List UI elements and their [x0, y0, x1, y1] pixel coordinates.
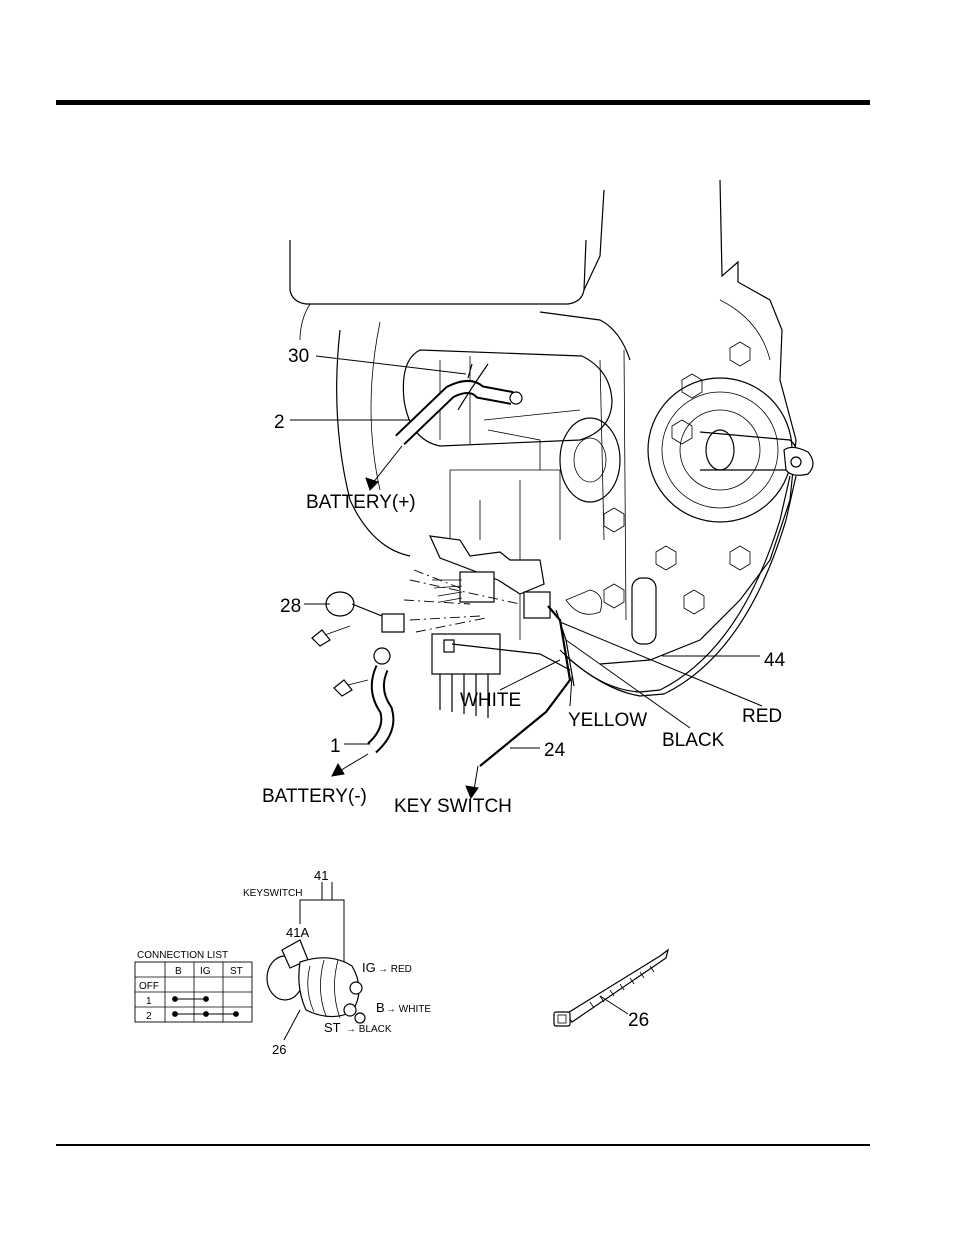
callout-30: 30: [288, 346, 309, 367]
connection-list-table: CONNECTION LIST B IG ST OFF 1 2: [135, 950, 252, 1022]
conn-row2-b: [173, 1012, 178, 1017]
col-header-b: B: [175, 966, 182, 977]
key-switch-label: KEY SWITCH: [394, 796, 512, 817]
col-header-ig: IG: [200, 966, 211, 977]
callout-24: 24: [544, 740, 566, 761]
battery-positive-cable: [366, 364, 522, 490]
wire-white-label: WHITE: [460, 690, 521, 711]
terminal-b-wire: → WHITE: [386, 1004, 431, 1015]
terminal-ig: IG: [362, 960, 376, 975]
wire-yellow-label: YELLOW: [568, 710, 647, 731]
row-label-1: 1: [146, 996, 152, 1007]
keyswitch-detail: 41 KEYSWITCH 41A 26 IG → RED B → WHITE S…: [243, 868, 431, 1057]
callout-leaders: [290, 356, 762, 748]
callout-2: 2: [274, 412, 285, 433]
cable-tie-detail: 26: [554, 950, 668, 1031]
cable-tie-callout-26: 26: [628, 1010, 649, 1031]
callout-41a: 41A: [286, 925, 309, 940]
battery-negative-cable: [332, 648, 390, 776]
terminal-st-wire: → BLACK: [346, 1024, 392, 1035]
row-label-2: 2: [146, 1011, 152, 1022]
callout-28: 28: [280, 596, 301, 617]
terminal-st: ST: [324, 1020, 341, 1035]
callout-1: 1: [330, 736, 341, 757]
terminal-ig-wire: → RED: [378, 964, 412, 975]
keyswitch-title: KEYSWITCH: [243, 888, 302, 899]
conn-row1-b: [173, 997, 178, 1002]
regulator-assembly: [404, 536, 550, 632]
connection-list-title: CONNECTION LIST: [137, 950, 228, 961]
callout-44: 44: [764, 650, 786, 671]
battery-positive-label: BATTERY(+): [306, 492, 416, 513]
conn-row1-ig: [204, 997, 209, 1002]
keyswitch-callout-26: 26: [272, 1042, 286, 1057]
harness-wire: [484, 410, 580, 470]
conn-row2-st: [234, 1012, 239, 1017]
row-label-off: OFF: [139, 981, 159, 992]
conn-row2-ig: [204, 1012, 209, 1017]
wire-black-label: BLACK: [662, 730, 725, 751]
wire-red-label: RED: [742, 706, 782, 727]
callout-41: 41: [314, 868, 328, 883]
part-28-connector: [312, 592, 404, 646]
battery-negative-label: BATTERY(-): [262, 786, 367, 807]
col-header-st: ST: [230, 966, 243, 977]
terminal-b: B: [376, 1000, 385, 1015]
